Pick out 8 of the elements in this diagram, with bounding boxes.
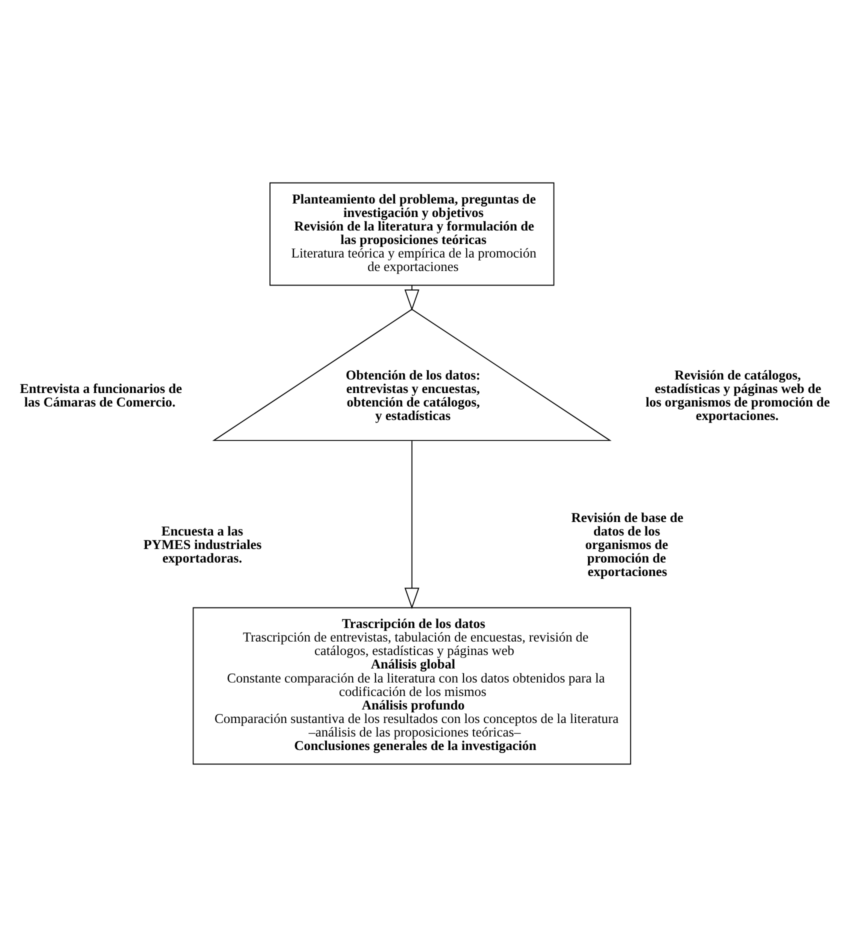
label: Encuesta a las PYMES industriales exportadoras. [143, 523, 262, 566]
label: Entrevista a funcionarios de las Cámaras de Comercio. [20, 381, 182, 410]
arrow [404, 284, 420, 311]
arrow [404, 440, 420, 609]
label: Revisión de catálogos, estadísticas y páginas web de los organismos de promoción de exportaciones. [646, 368, 830, 424]
node-box: Trascripción de los datos Trascripción de entrevistas, tabulación de encuestas, revisión de catálogos, estadísticas y páginas web Análisis global Constante comparación de la literatura con los datos obtenidos para la codificación de los mismos Análisis profundo Comparación sustantiva de los resultados con los conceptos de la literatura –análisis de las proposiciones teóricas– Conclusiones generales de la investigación [192, 607, 632, 765]
label: Revisión de base de datos de los organismos de promoción de exportaciones [571, 510, 684, 580]
node-box: Planteamiento del problema, preguntas de investigación y objetivos Revisión de la literatura y formulación de las proposiciones teóricas Literatura teórica y empírica de la promoción de exportaciones [270, 182, 554, 286]
